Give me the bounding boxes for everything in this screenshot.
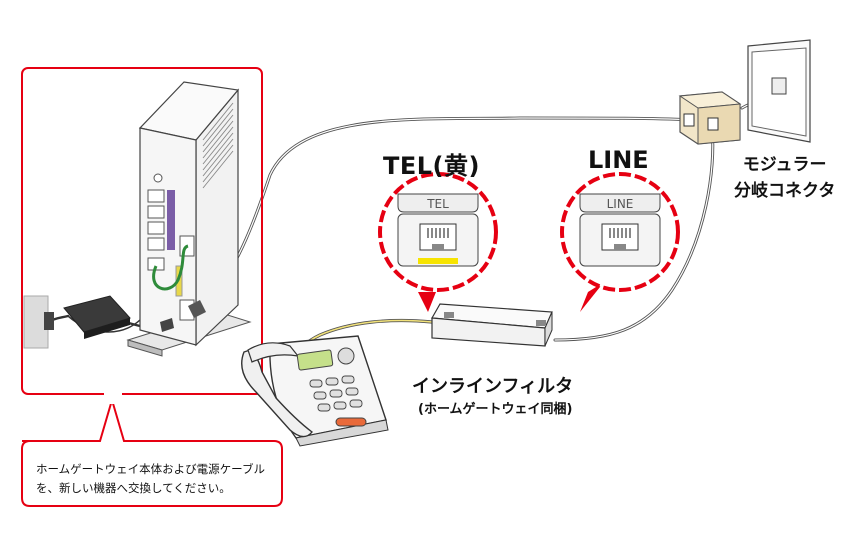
inline-filter <box>431 303 553 347</box>
wall-outlet <box>23 295 54 349</box>
inline-filter-note: (ホームゲートウェイ同梱) <box>418 402 573 417</box>
gateway-callout-text: ホームゲートウェイ本体および電源ケーブルを、新しい機器へ交換してください。 <box>36 462 265 495</box>
modular-split-connector <box>678 91 742 145</box>
inline-filter-label: インラインフィルタ <box>412 376 574 397</box>
tel-zoom-pointer <box>418 292 436 312</box>
line-port-title: LINE <box>588 146 649 174</box>
line-zoom-pointer <box>580 282 604 312</box>
telephone <box>241 335 389 447</box>
line-port-zoom: LINE <box>560 172 680 292</box>
home-gateway <box>126 81 252 357</box>
modular-connector-label-line1: モジュラー <box>742 155 827 175</box>
line-port-label: LINE <box>607 197 634 211</box>
wall-phone-jack <box>747 39 811 143</box>
gateway-callout <box>21 67 283 507</box>
tel-port-label: TEL <box>426 197 449 211</box>
modular-connector-label: モジュラー 分岐コネクタ <box>734 152 835 204</box>
modular-connector-label-line2: 分岐コネクタ <box>734 181 836 201</box>
ac-adapter <box>63 295 131 339</box>
tel-port-zoom: TEL <box>378 172 498 292</box>
tel-port-title: TEL(黄) <box>383 152 480 180</box>
